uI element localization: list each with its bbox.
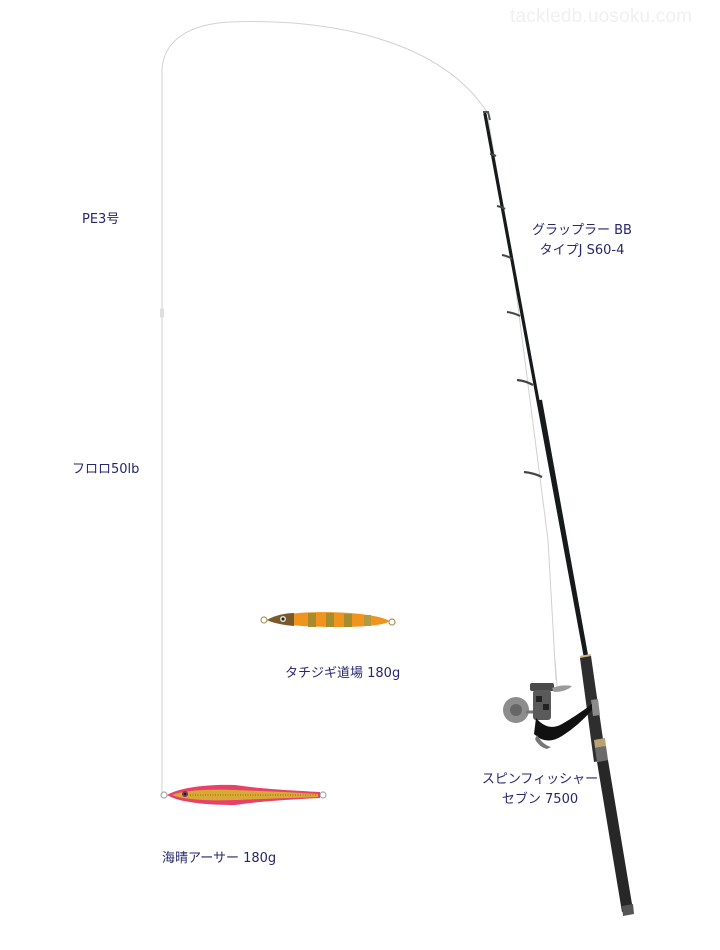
lure-kaisei-arthur-icon [160, 784, 327, 805]
lure-label-tachijigi: タチジギ道場 180g [285, 666, 401, 681]
rod-guide-icon [506, 311, 521, 317]
rod-guide-icon [516, 378, 534, 386]
line-knot-icon [160, 308, 164, 318]
rod-guide-icon [523, 470, 543, 478]
rod-icon [483, 111, 634, 916]
rod-label: グラップラー BB タイプJ S60-4 [532, 223, 632, 258]
rod-guide-icon [496, 205, 506, 210]
site-watermark: tackledb.uosoku.com [510, 6, 693, 27]
lure-label-kaisei-arthur: 海晴アーサー 180g [162, 851, 277, 866]
leader-label: フロロ50lb [72, 462, 140, 477]
main-line-label: PE3号 [82, 212, 120, 227]
fishing-line [161, 21, 488, 795]
rod-guide-icon [489, 153, 497, 157]
reel-label: スピンフィッシャー セブン 7500 [481, 772, 599, 807]
guide-line [487, 117, 557, 681]
lure-tachijigi-icon [260, 612, 396, 627]
reel-icon [503, 659, 592, 749]
rod-guide-icon [501, 254, 513, 260]
